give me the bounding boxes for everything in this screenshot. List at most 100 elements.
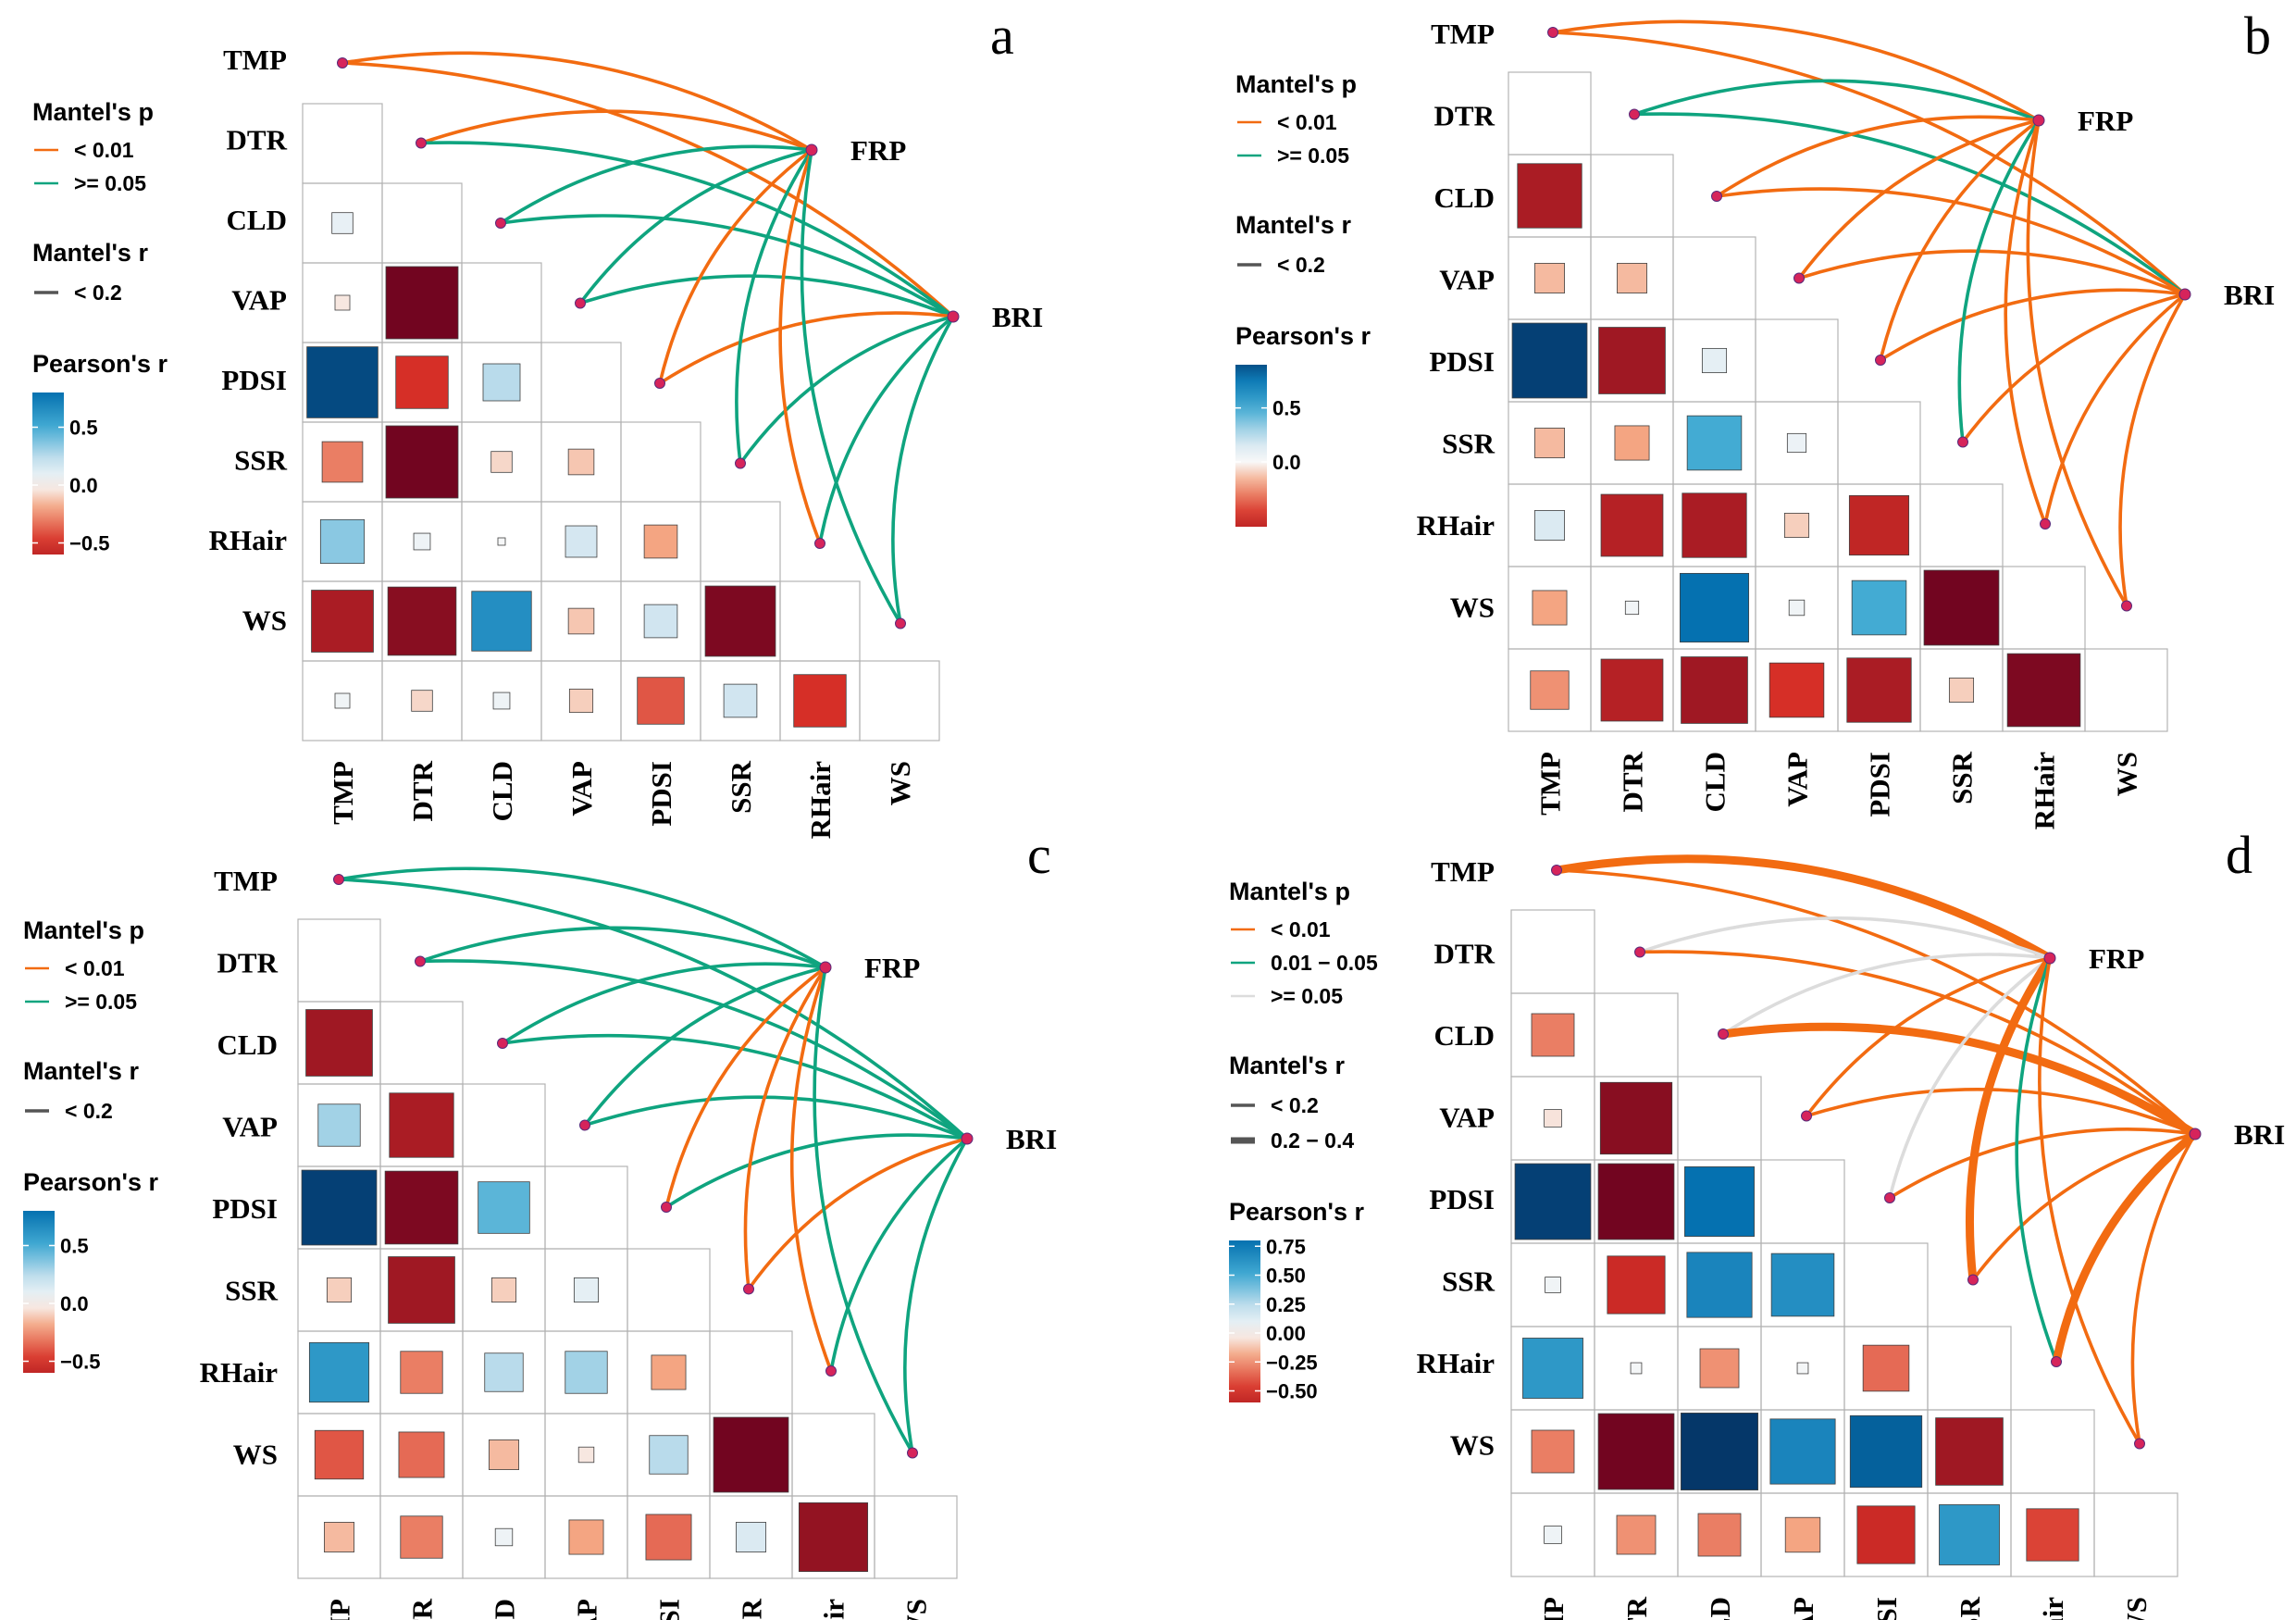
mantel-link [1632, 79, 2041, 122]
link-endpoint [1957, 436, 1968, 448]
link-endpoint [1629, 108, 1640, 120]
column-label: WS [2120, 1597, 2153, 1620]
panel-c: cTMPDTRCLDVAPPDSISSRRHairWSTMPDTRCLDVAPP… [23, 825, 1057, 1620]
correlation-square [324, 1522, 354, 1552]
colorbar-tick-label: 0.0 [1272, 451, 1301, 474]
mantel-link [738, 315, 955, 466]
correlation-square [388, 1256, 455, 1324]
correlation-square [1699, 1348, 1740, 1389]
matrix-cell [874, 1495, 958, 1579]
legend-title-mantel-p: Mantel's p [23, 916, 144, 944]
row-label: VAP [222, 1111, 278, 1143]
correlation-square [471, 591, 532, 652]
row-label: SSR [1442, 1265, 1495, 1298]
colorbar-tick-label: 0.25 [1266, 1293, 1306, 1316]
mantel-link [1632, 112, 2187, 296]
correlation-square [1599, 1081, 1673, 1155]
legend-title-pearson: Pearson's r [1229, 1198, 1364, 1226]
link-endpoint [415, 955, 426, 967]
row-label: CLD [227, 204, 287, 236]
correlation-square [1530, 670, 1570, 710]
mantel-link [903, 1137, 969, 1455]
matrix-cell [1594, 992, 1679, 1078]
matrix-cell [1755, 318, 1839, 403]
row-label: SSR [234, 444, 287, 477]
mantel-link [747, 1137, 969, 1291]
correlation-square [568, 1519, 604, 1555]
mantel-link [419, 109, 813, 152]
colorbar-tick-label: −0.5 [60, 1351, 100, 1374]
correlation-square [637, 677, 685, 725]
panel-d: dTMPDTRCLDVAPPDSISSRRHairWSTMPDTRCLDVAPP… [1229, 825, 2285, 1620]
legend-label: < 0.2 [74, 280, 122, 305]
column-label: RHair [804, 761, 837, 840]
link-endpoint [2051, 1356, 2062, 1367]
correlation-square [301, 1169, 378, 1246]
panel-letter: d [2226, 825, 2253, 885]
legend-label: < 0.2 [1271, 1093, 1319, 1117]
matrix-cell [1927, 1326, 2012, 1411]
correlation-square [1600, 658, 1664, 722]
column-label: WS [2111, 752, 2143, 796]
colorbar-tick-label: 0.0 [60, 1292, 89, 1315]
link-endpoint [2040, 518, 2051, 530]
correlation-square [1697, 1513, 1742, 1557]
column-label: SSR [725, 760, 757, 813]
link-endpoint [825, 1365, 837, 1377]
correlation-square [1617, 263, 1647, 293]
correlation-square [411, 690, 433, 712]
mantel-link [501, 1033, 969, 1140]
correlation-square [490, 1277, 517, 1303]
column-label: PDSI [653, 1599, 686, 1620]
correlation-square [2006, 653, 2081, 728]
target-node [2178, 288, 2191, 301]
correlation-square [1532, 590, 1568, 626]
correlation-square [1684, 1166, 1755, 1237]
colorbar-tick-label: 0.75 [1266, 1235, 1306, 1258]
mantel-link [418, 959, 969, 1140]
correlation-square [1862, 1344, 1910, 1392]
correlation-square [1939, 1504, 2000, 1565]
matrix-cell [1837, 401, 1921, 485]
legend-label: >= 0.05 [65, 990, 137, 1014]
correlation-square [1701, 347, 1728, 374]
row-label: TMP [214, 865, 278, 897]
correlation-square [1769, 662, 1825, 718]
mantel-link [337, 878, 969, 1140]
target-node [961, 1132, 974, 1145]
legend-title-mantel-r: Mantel's r [23, 1057, 139, 1085]
matrix-cell [544, 1165, 628, 1250]
correlation-square [651, 1354, 687, 1390]
correlation-square [798, 1502, 869, 1573]
link-endpoint [1711, 191, 1722, 202]
link-endpoint [1884, 1192, 1895, 1203]
mantel-link [583, 1095, 969, 1140]
correlation-square [643, 524, 678, 559]
legend-label: < 0.2 [65, 1099, 113, 1123]
correlation-square [1624, 600, 1640, 616]
correlation-square [1786, 432, 1807, 454]
mantel-link [499, 144, 813, 225]
row-label: WS [242, 604, 287, 637]
row-label: WS [233, 1439, 278, 1471]
correlation-square [1630, 1362, 1643, 1375]
target-label-frp: FRP [850, 134, 906, 167]
matrix-cell [1919, 483, 2004, 567]
column-label: TMP [324, 1599, 356, 1620]
correlation-square [1597, 1413, 1675, 1490]
link-endpoint [1793, 272, 1805, 284]
correlation-square [1679, 572, 1750, 643]
matrix-cell [2002, 566, 2086, 650]
colorbar [1229, 1240, 1260, 1402]
matrix-cell [461, 262, 542, 343]
correlation-square [321, 441, 364, 483]
column-label: CLD [1704, 1597, 1736, 1620]
matrix-cell [302, 103, 383, 184]
correlation-square [1848, 494, 1910, 556]
matrix-cell [1510, 909, 1595, 994]
mantel-link [1965, 953, 2054, 1284]
mantel-link [891, 315, 955, 626]
